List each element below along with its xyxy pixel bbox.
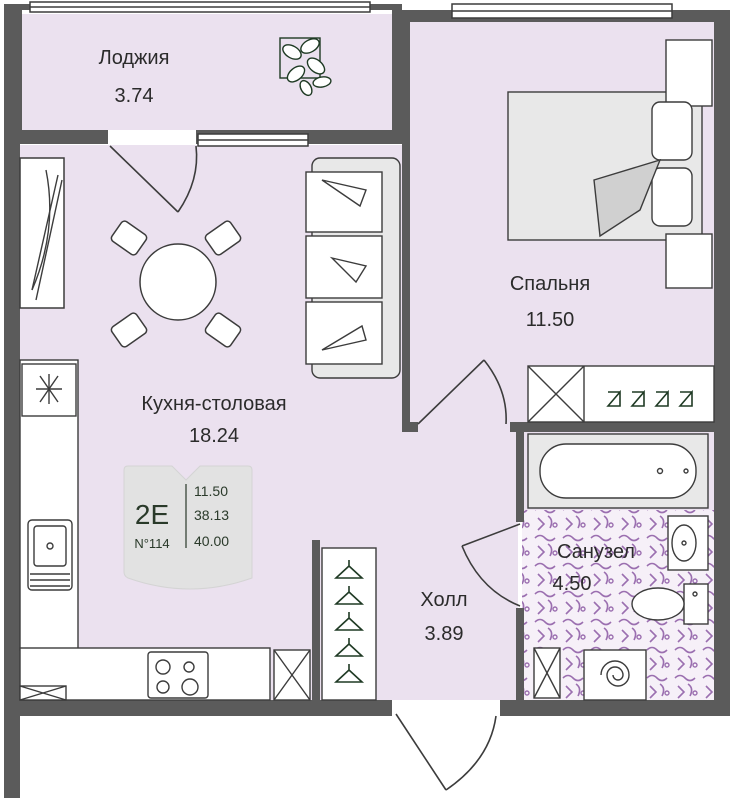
bedroom-area: 11.50 — [526, 309, 575, 331]
bedroom-name: Спальня — [510, 273, 590, 295]
bedroom-wardrobe — [527, 365, 715, 423]
kitchen-area: 18.24 — [189, 425, 239, 447]
hall-name: Холл — [420, 589, 467, 611]
sofa — [305, 157, 401, 379]
kitchen-counter — [19, 359, 271, 701]
badge-type: 2E — [135, 499, 169, 530]
badge-area-2: 38.13 — [194, 507, 229, 523]
washing-machine — [583, 649, 647, 701]
room-labels: Лоджия 3.74 Кухня-столовая 18.24 Спальня… — [99, 47, 635, 645]
loggia-name: Лоджия — [99, 47, 170, 69]
dining-table — [110, 220, 242, 348]
hanger-icons-bedroom — [606, 389, 693, 407]
loggia-floor — [22, 14, 394, 130]
bathroom-vent — [533, 647, 561, 699]
hanger-icons-hall — [333, 560, 365, 683]
sink — [27, 519, 73, 591]
fridge — [273, 649, 311, 701]
badge-total-area: 40.00 — [194, 533, 229, 549]
bathroom-area: 4.50 — [553, 573, 592, 595]
plant-icon — [279, 37, 332, 97]
kitchen-window-sash — [31, 169, 63, 301]
bathroom-name: Санузел — [557, 541, 635, 563]
badge-living-area: 11.50 — [194, 483, 228, 499]
kitchen-name: Кухня-столовая — [141, 393, 286, 415]
bed — [507, 39, 713, 289]
washbasin — [667, 515, 709, 571]
doors — [109, 145, 521, 791]
hall-area: 3.89 — [425, 623, 464, 645]
vent — [19, 685, 67, 701]
loggia-area: 3.74 — [115, 85, 154, 107]
badge-number: N°114 — [134, 536, 169, 551]
apartment-badge: 2E N°114 11.50 38.13 40.00 — [123, 465, 253, 590]
stove — [147, 651, 209, 699]
toilet — [631, 583, 709, 625]
hall-wardrobe — [321, 547, 377, 701]
bathtub — [527, 433, 709, 509]
